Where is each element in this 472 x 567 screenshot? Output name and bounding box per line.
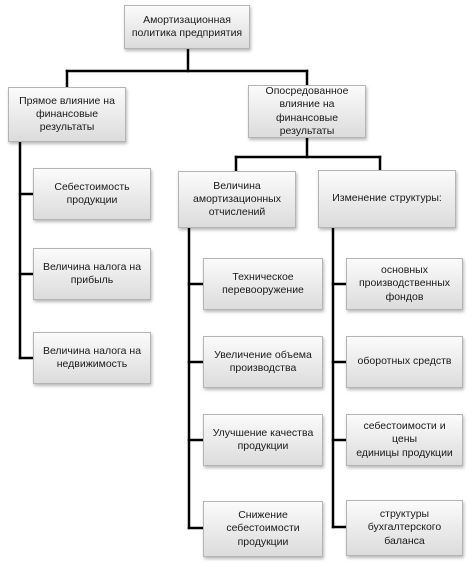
node-structure-change: Изменение структуры: [318,170,456,228]
node-production-increase: Увеличение объема производства [203,336,323,388]
node-technical-reequipment: Техническое перевооружение [203,258,323,310]
node-fixed-assets: основных производственных фондов [346,258,463,310]
node-cost-reduction: Снижение себестоимости продукции [203,501,323,557]
node-depreciation-amount: Величина амортизационных отчислений [178,171,296,228]
node-quality-improvement: Улучшение качества продукции [203,414,323,466]
node-direct-influence: Прямое влияние на финансовые результаты [8,87,126,142]
node-cost-of-products: Себестоимость продукции [33,168,151,220]
node-profit-tax: Величина налога на прибыль [33,248,151,300]
node-indirect-influence: Опосредованное влияние на финансовые рез… [248,85,366,138]
node-unit-cost-price: себестоимости и цены единицы продукции [346,414,463,466]
node-property-tax: Величина налога на недвижимость [33,332,151,384]
node-balance-structure: структуры бухгалтерского баланса [346,500,463,556]
node-working-capital: оборотных средств [346,336,463,388]
node-root: Амортизационная политика предприятия [124,5,250,49]
